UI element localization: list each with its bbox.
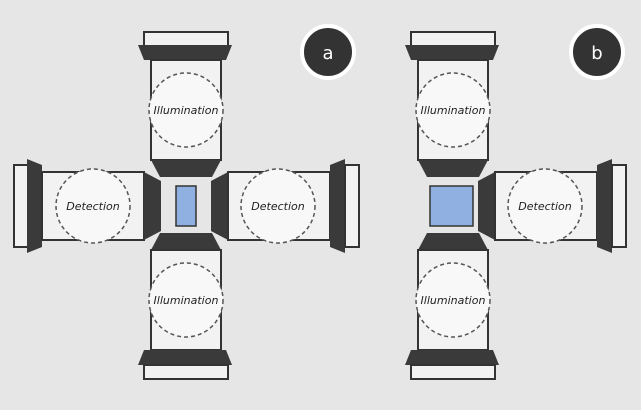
panel-a-top-illumination-label: Illumination [154,104,219,117]
panel-b-sample [429,185,474,227]
panel-b-badge-label: b [591,43,602,64]
panel-a-badge: a [300,24,356,80]
panel-a-left-detection-objective: Detection [13,159,161,253]
panel-a-top-illumination-objective: Illumination [138,31,232,177]
panel-a-left-detection-label: Detection [66,200,119,213]
panel-b-bottom-illumination-label: Illumination [421,294,486,307]
panel-a-bottom-illumination-objective: Illumination [138,233,232,380]
panel-a: Illumination Illumination Detection [13,24,360,380]
panel-a-right-detection-label: Detection [251,200,304,213]
panel-a-bottom-illumination-label: Illumination [154,294,219,307]
panel-b-right-detection-objective: Detection [478,159,627,253]
panel-b-bottom-illumination-objective: Illumination [405,233,499,380]
panel-a-badge-label: a [322,43,333,64]
panel-b: Illumination Illumination Detection b [405,24,627,380]
panel-b-top-illumination-objective: Illumination [405,31,499,177]
panel-b-badge: b [569,24,625,80]
panel-b-top-illumination-label: Illumination [421,104,486,117]
panel-a-right-detection-objective: Detection [211,159,360,253]
panel-b-right-detection-label: Detection [518,200,571,213]
panel-a-sample [175,185,197,227]
